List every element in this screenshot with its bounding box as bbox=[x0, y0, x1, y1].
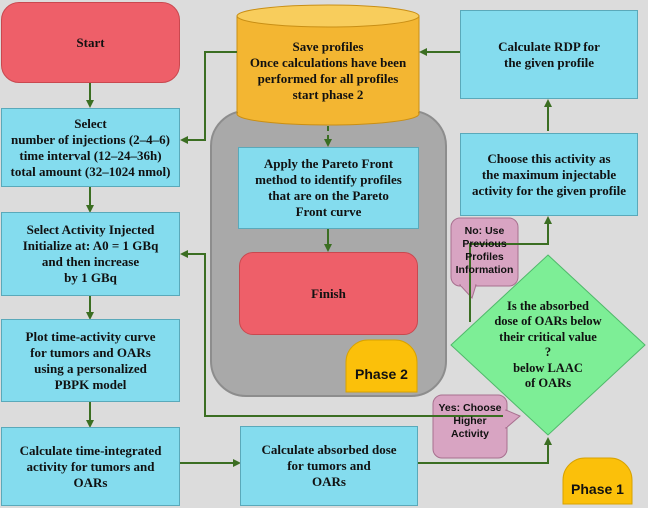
select-activity-box: Select Activity Injected Initialize at: … bbox=[1, 212, 180, 296]
calc-dose-box: Calculate absorbed dose for tumors and O… bbox=[240, 426, 418, 506]
no-callout-shape bbox=[450, 217, 519, 299]
plot-curve-box: Plot time-activity curve for tumors and … bbox=[1, 319, 180, 402]
phase2-tab-shape bbox=[345, 339, 418, 393]
save-profiles-cylinder bbox=[236, 4, 420, 126]
finish-node: Finish bbox=[239, 252, 418, 335]
phase1-label: Phase 1 bbox=[571, 481, 624, 497]
arrow-dose-to-decision bbox=[418, 437, 552, 464]
calc-tia-box: Calculate time-integrated activity for t… bbox=[1, 427, 180, 506]
choose-activity-box: Choose this activity as the maximum inje… bbox=[460, 133, 638, 216]
phase2-label: Phase 2 bbox=[355, 366, 408, 382]
decision-text: Is the absorbed dose of OARs below their… bbox=[494, 298, 602, 391]
yes-callout-shape bbox=[432, 394, 521, 459]
calc-rdp-box: Calculate RDP for the given profile bbox=[460, 10, 638, 99]
arrow-save-to-select bbox=[180, 51, 237, 144]
arrow-decision-yes-to-activity bbox=[180, 250, 503, 417]
select-parameters-box: Select number of injections (2–4–6) time… bbox=[1, 108, 180, 187]
phase1-tab-shape bbox=[562, 457, 633, 505]
no-callout: No: Use Previous Profiles Information bbox=[455, 225, 514, 276]
start-node: Start bbox=[1, 2, 180, 83]
save-profiles-text: Save profiles Once calculations have bee… bbox=[249, 39, 407, 102]
arrow-decision-no-to-choose bbox=[469, 216, 552, 322]
yes-callout: Yes: Choose Higher Activity bbox=[438, 402, 502, 440]
decision-diamond bbox=[450, 254, 646, 436]
pareto-box: Apply the Pareto Front method to identif… bbox=[238, 147, 419, 229]
